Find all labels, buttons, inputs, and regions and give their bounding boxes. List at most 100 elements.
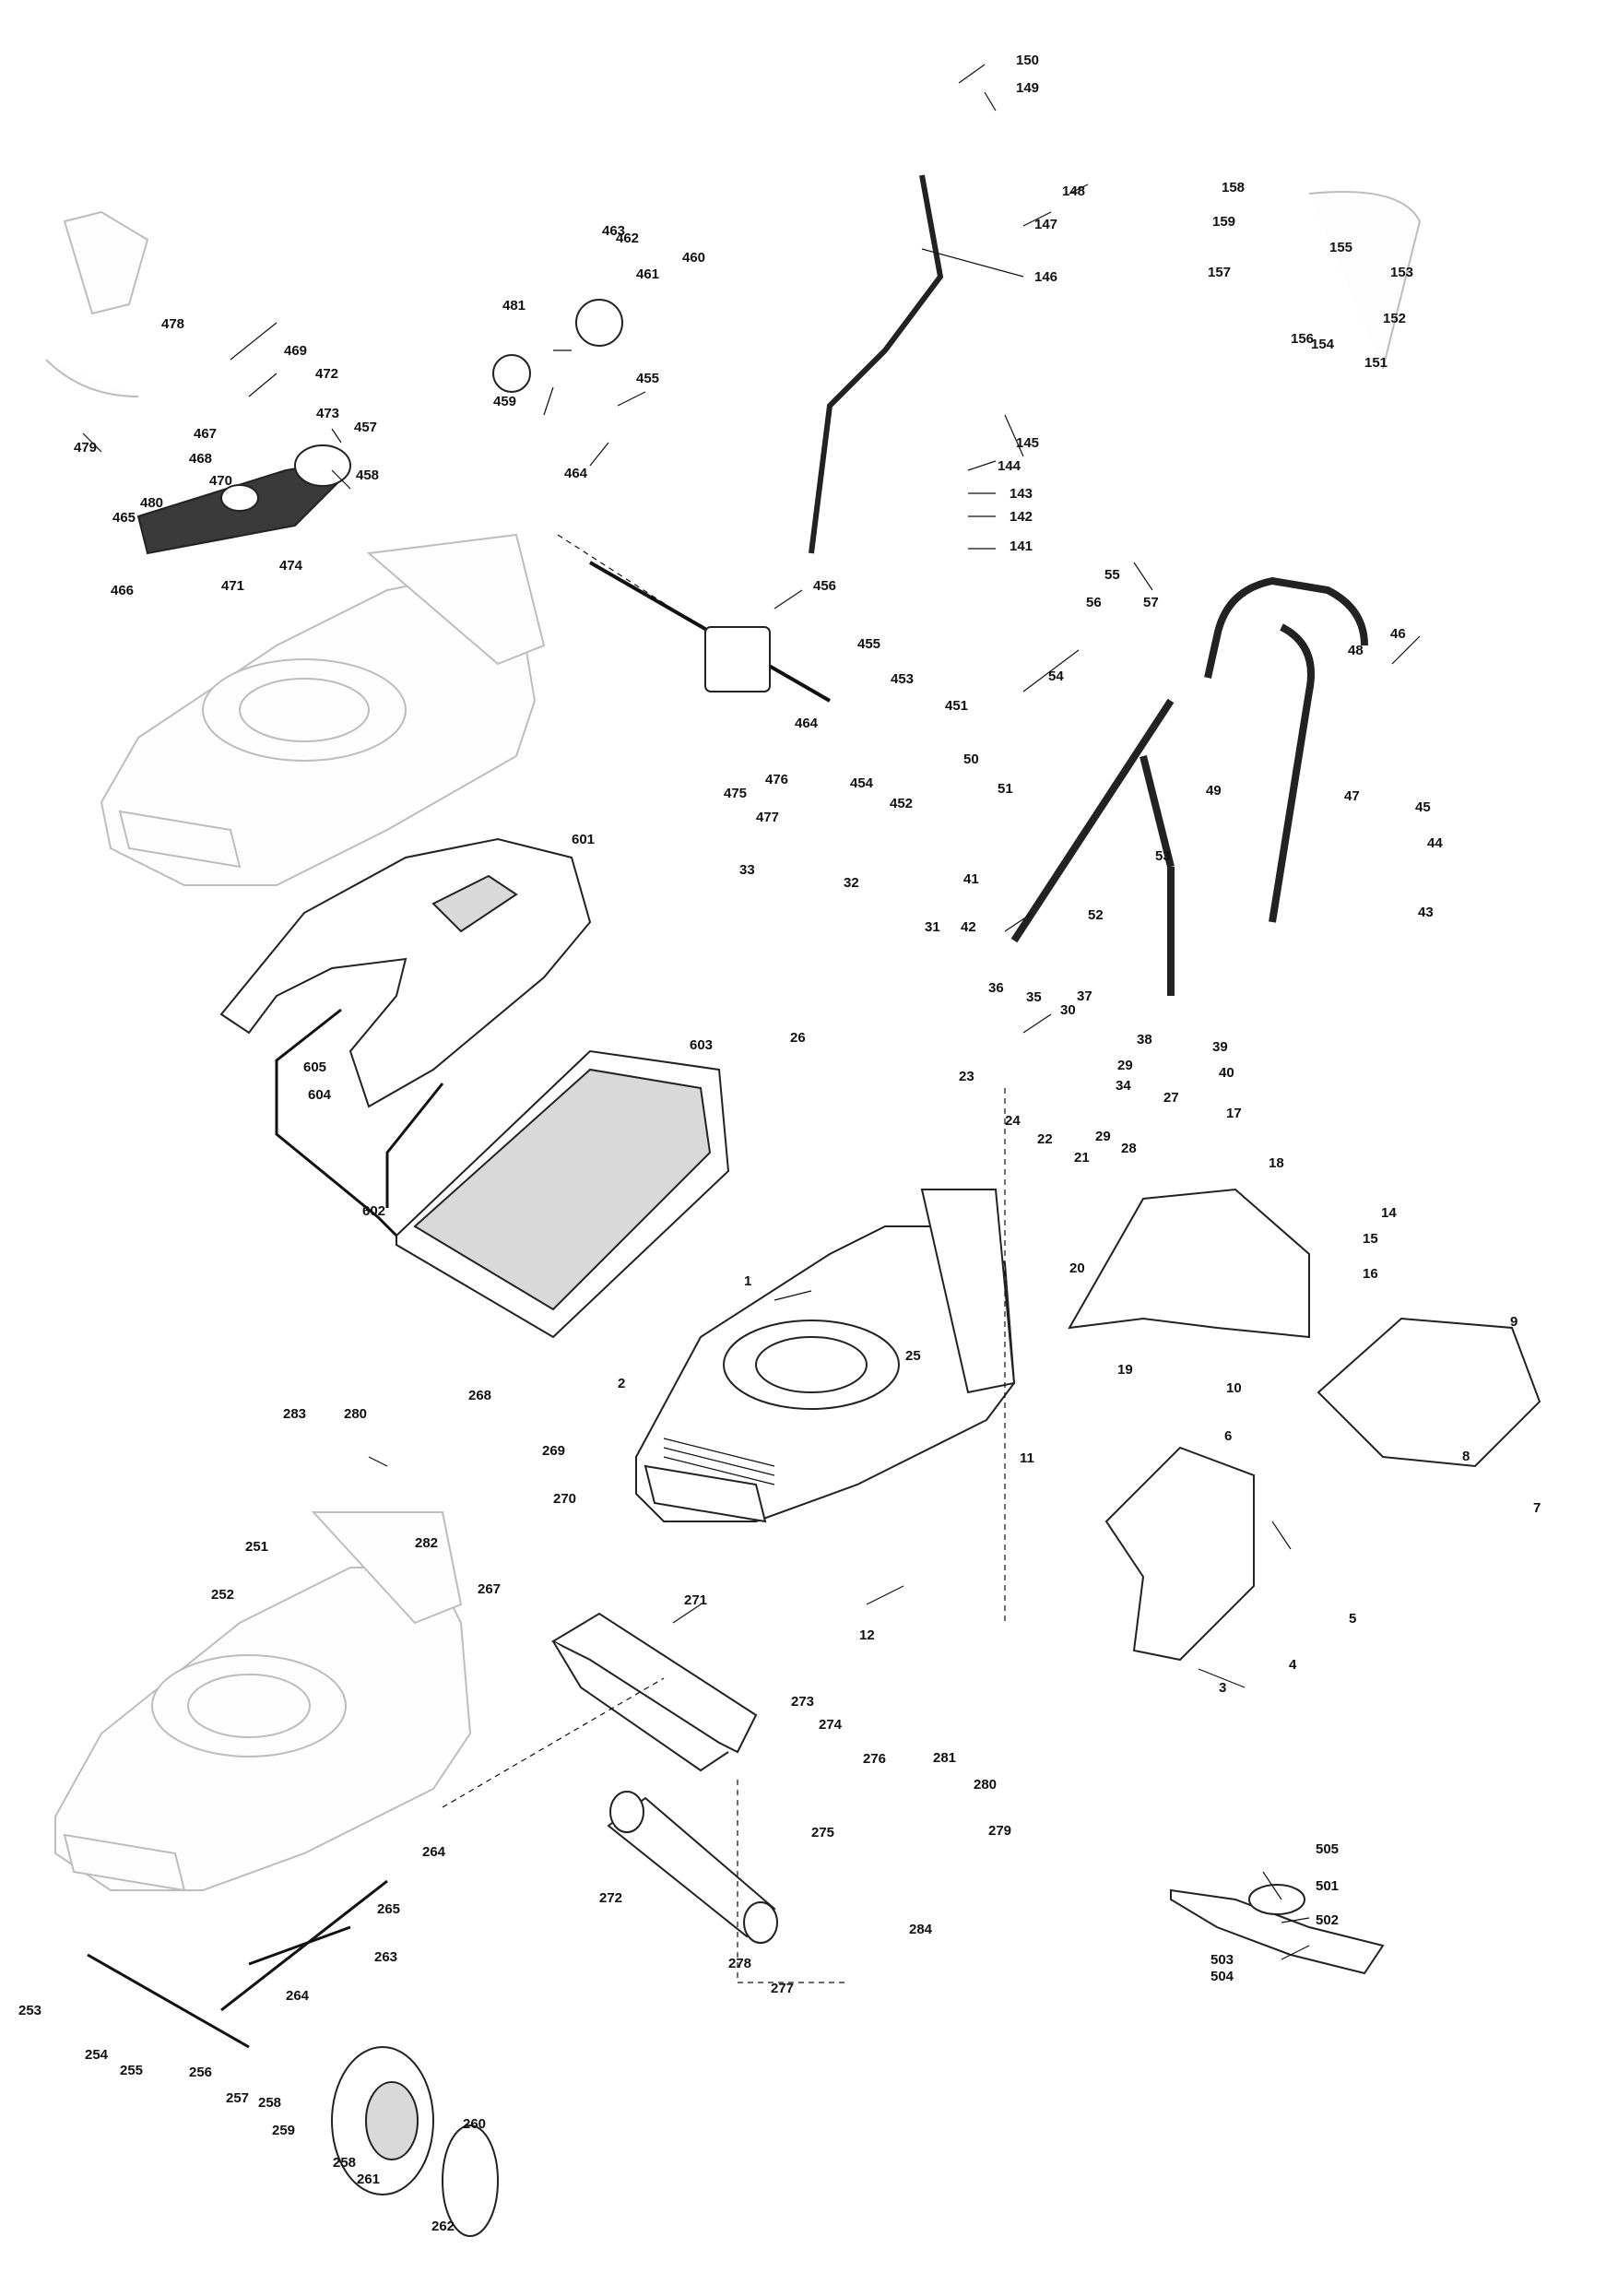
- part-label: 28: [1121, 1141, 1137, 1156]
- blade-502: [1170, 1884, 1385, 1975]
- part-label: 281: [933, 1750, 956, 1766]
- part-label: 470: [209, 473, 232, 489]
- part-label: 258: [333, 2155, 356, 2171]
- ghost-deck-bottom: [54, 1511, 472, 1892]
- part-label: 279: [988, 1823, 1011, 1839]
- part-label: 274: [819, 1717, 843, 1733]
- part-label: 150: [1016, 53, 1039, 68]
- part-label: 479: [74, 440, 97, 456]
- part-label: 34: [1116, 1078, 1131, 1094]
- part-label: 49: [1206, 783, 1222, 799]
- part-label: 37: [1077, 988, 1092, 1004]
- part-label: 602: [362, 1203, 385, 1219]
- mulch-plug-3: [1104, 1446, 1255, 1662]
- part-label: 22: [1037, 1131, 1053, 1147]
- main-deck: [635, 1189, 1016, 1523]
- part-label: 271: [684, 1592, 707, 1608]
- part-label: 255: [120, 2063, 143, 2078]
- roller-272: [607, 1791, 778, 1944]
- part-label: 39: [1212, 1039, 1228, 1055]
- part-label: 146: [1034, 269, 1057, 285]
- part-label: 29: [1117, 1058, 1133, 1073]
- part-label: 46: [1390, 626, 1406, 642]
- part-label: 464: [564, 466, 588, 481]
- leader-lines: [82, 64, 1421, 1960]
- part-label: 262: [431, 2219, 455, 2234]
- part-label: 454: [850, 775, 874, 791]
- part-label: 252: [211, 1587, 234, 1603]
- part-label: 261: [357, 2172, 380, 2187]
- part-label: 452: [890, 796, 913, 811]
- part-label: 56: [1086, 595, 1102, 610]
- part-label: 143: [1010, 486, 1033, 502]
- part-label: 463: [602, 223, 625, 239]
- part-label: 505: [1316, 1841, 1339, 1857]
- part-label: 54: [1048, 669, 1064, 684]
- part-label: 155: [1329, 240, 1352, 255]
- part-label: 41: [963, 871, 979, 887]
- ghost-handle-tl: [45, 210, 149, 397]
- part-label: 6: [1224, 1428, 1232, 1444]
- bag-603: [396, 1049, 730, 1339]
- part-label: 154: [1311, 337, 1335, 352]
- cable-bundle-146: [809, 174, 944, 554]
- part-label: 456: [813, 578, 836, 594]
- part-label: 147: [1034, 217, 1057, 232]
- part-label: 460: [682, 250, 705, 266]
- part-label: 52: [1088, 907, 1104, 923]
- part-label: 25: [905, 1348, 921, 1364]
- part-label: 258: [258, 2095, 281, 2111]
- part-label: 451: [945, 698, 968, 714]
- part-label: 53: [1155, 848, 1171, 864]
- part-label: 48: [1348, 643, 1364, 658]
- part-label: 459: [493, 394, 516, 409]
- wheel-259: [331, 2046, 434, 2195]
- part-label: 601: [572, 832, 595, 847]
- part-label: 33: [739, 862, 755, 878]
- part-label: 462: [616, 231, 639, 246]
- part-label: 8: [1462, 1449, 1470, 1464]
- part-label: 152: [1383, 311, 1406, 326]
- part-label: 605: [303, 1059, 326, 1075]
- part-label: 253: [18, 2003, 41, 2018]
- rear-guard-9: [1317, 1317, 1541, 1468]
- part-label: 282: [415, 1535, 438, 1551]
- part-label: 260: [463, 2116, 486, 2132]
- part-label: 19: [1117, 1362, 1133, 1378]
- part-label: 35: [1026, 989, 1042, 1005]
- part-label: 149: [1016, 80, 1039, 96]
- part-label: 283: [283, 1406, 306, 1422]
- part-label: 254: [85, 2047, 109, 2063]
- part-label: 469: [284, 343, 307, 359]
- part-label: 17: [1226, 1106, 1242, 1121]
- part-label: 263: [374, 1949, 397, 1965]
- part-label: 475: [724, 786, 747, 801]
- part-label: 474: [279, 558, 303, 574]
- part-label: 44: [1427, 835, 1443, 851]
- part-label: 30: [1060, 1002, 1076, 1018]
- part-label: 466: [111, 583, 134, 598]
- part-label: 272: [599, 1890, 622, 1906]
- part-label: 38: [1137, 1032, 1152, 1047]
- part-label: 148: [1062, 183, 1085, 199]
- part-label: 275: [811, 1825, 834, 1840]
- part-label: 10: [1226, 1380, 1242, 1396]
- part-label: 24: [1005, 1113, 1021, 1129]
- part-label: 503: [1210, 1952, 1234, 1968]
- part-label: 27: [1163, 1090, 1179, 1106]
- part-label: 277: [771, 1981, 794, 1996]
- part-label: 465: [112, 510, 136, 526]
- part-label: 151: [1364, 355, 1388, 371]
- part-label: 284: [909, 1922, 933, 1937]
- part-label: 280: [974, 1777, 997, 1793]
- part-label: 481: [502, 298, 525, 314]
- part-labels: 1501491481471461451441431421411581591571…: [18, 53, 1541, 2234]
- part-label: 32: [844, 875, 859, 891]
- part-label: 31: [925, 919, 940, 935]
- part-label: 12: [859, 1627, 875, 1643]
- part-label: 55: [1104, 567, 1120, 583]
- part-label: 453: [891, 671, 914, 687]
- part-label: 145: [1016, 435, 1039, 451]
- part-label: 504: [1210, 1969, 1234, 1984]
